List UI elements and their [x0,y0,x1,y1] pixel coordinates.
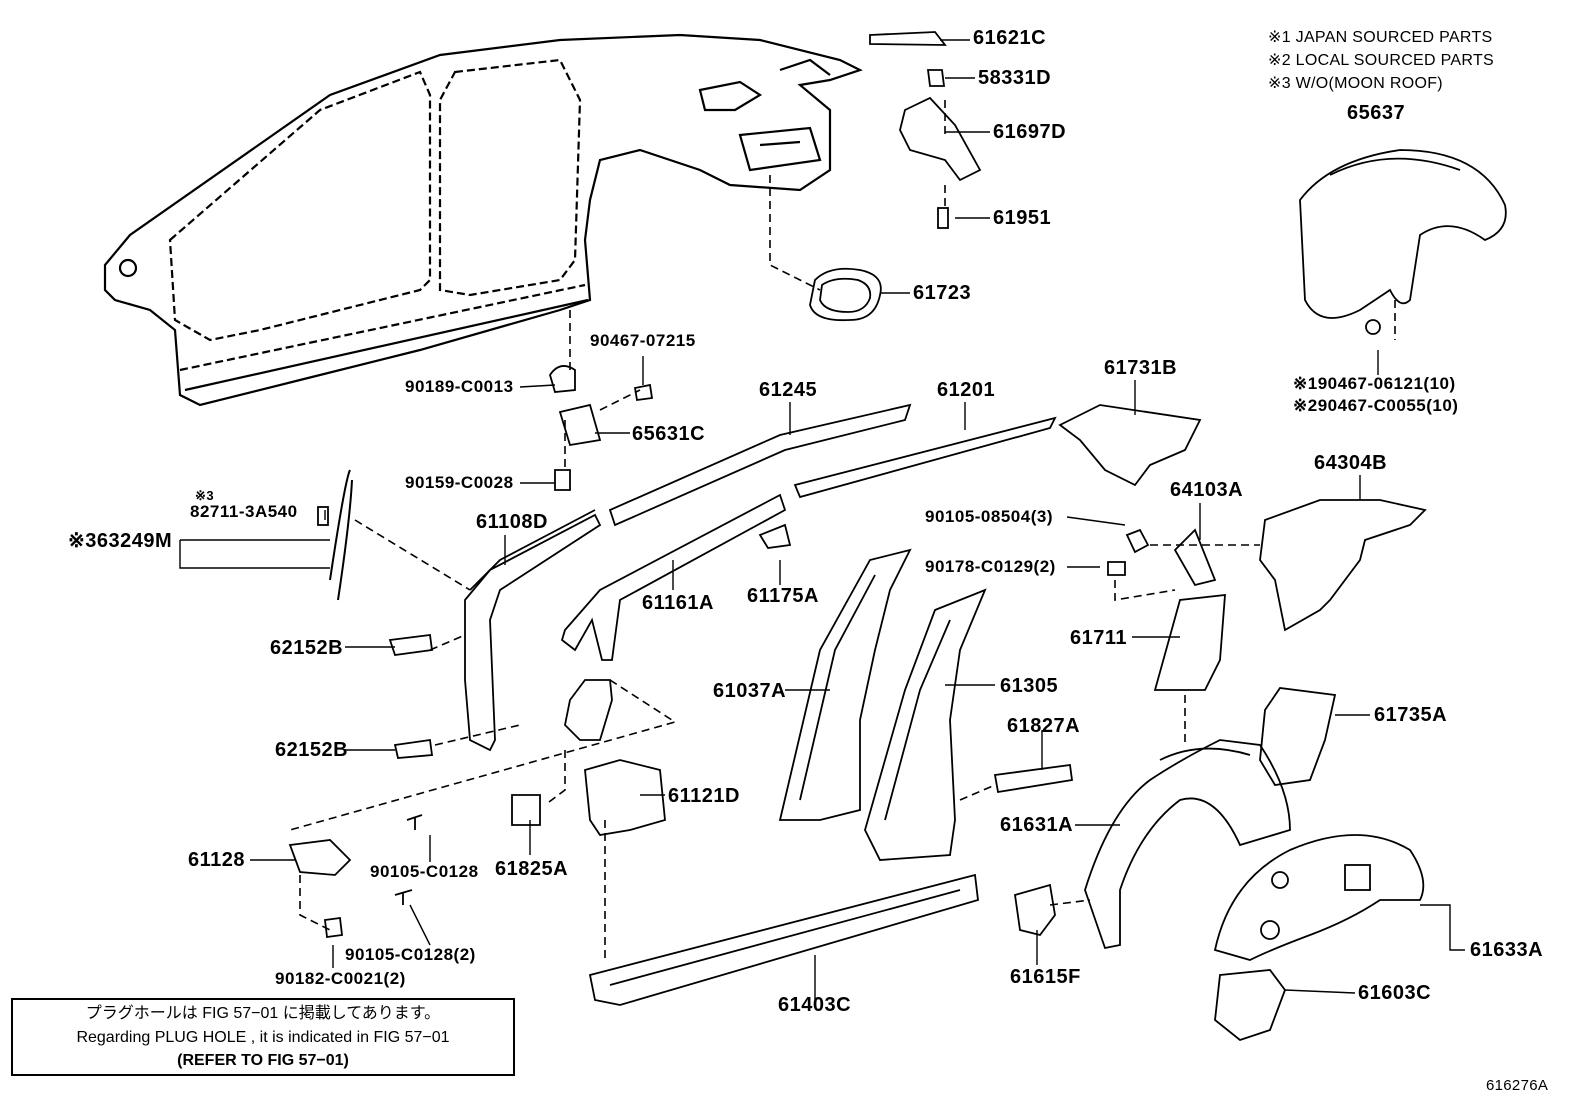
note-line-japanese: プラグホールは FIG 57−01 に掲載してあります。 [85,1005,441,1022]
part-label[interactable]: 65631C [632,423,706,445]
leader-lines [289,100,1396,960]
diagram-id: 616276A [1486,1077,1549,1094]
part-label[interactable]: 61161A [642,592,714,614]
part-label[interactable]: 61633A [1470,939,1544,961]
part-label[interactable]: 61245 [759,379,818,401]
side-body-outer-panel [103,33,863,407]
part-label[interactable]: 90105-08504(3) [925,507,1053,526]
part-label[interactable]: 61631A [1000,814,1074,836]
note-line-english: Regarding PLUG HOLE , it is indicated in… [76,1029,450,1046]
part-label[interactable]: ※290467-C0055(10) [1293,396,1459,415]
part-label[interactable]: 65637 [1347,102,1406,124]
moonroof-mark: ※3 [195,488,215,503]
part-label[interactable]: 90105-C0128 [370,862,479,881]
part-label[interactable]: 58331D [978,67,1052,89]
legend-note-local: ※2 LOCAL SOURCED PARTS [1268,52,1494,69]
legend-note-moonroof: ※3 W/O(MOON ROOF) [1268,75,1443,92]
part-label[interactable]: ※190467-06121(10) [1293,374,1456,393]
part-label[interactable]: 61731B [1104,357,1178,379]
part-label[interactable]: 82711-3A540 [190,502,298,521]
part-label[interactable]: ※363249M [68,530,173,552]
part-label[interactable]: 61723 [913,282,972,304]
part-label[interactable]: 61121D [668,785,740,807]
note-line-refer: (REFER TO FIG 57−01) [177,1052,349,1069]
part-label[interactable]: 61615F [1010,966,1081,988]
part-label[interactable]: 61621C [973,27,1047,49]
part-label[interactable]: 90467-07215 [590,331,696,350]
part-label[interactable]: 61603C [1358,982,1432,1004]
part-label[interactable]: 90182-C0021(2) [275,969,406,988]
part-label[interactable]: 90105-C0128(2) [345,945,476,964]
part-label[interactable]: 61735A [1374,704,1448,726]
part-label[interactable]: 61825A [495,858,569,880]
part-label[interactable]: 90178-C0129(2) [925,557,1056,576]
part-label[interactable]: 61128 [188,849,246,871]
plug-hole-note-box: プラグホールは FIG 57−01 に掲載してあります。 Regarding P… [11,998,515,1076]
part-label[interactable]: 64103A [1170,479,1244,501]
part-label[interactable]: 61201 [937,379,996,401]
label-pointer-lines [179,39,1465,1000]
part-label[interactable]: 90189-C0013 [405,377,514,396]
part-label[interactable]: 61951 [993,207,1052,229]
part-label[interactable]: 61403C [778,994,852,1016]
part-label[interactable]: 61305 [1000,675,1059,697]
part-label[interactable]: 61175A [747,585,819,607]
part-label[interactable]: 61037A [713,680,787,702]
part-label[interactable]: 61108D [476,511,548,533]
part-label[interactable]: 61697D [993,121,1067,143]
legend-note-japan: ※1 JAPAN SOURCED PARTS [1268,29,1493,46]
part-label[interactable]: 62152B [275,739,349,761]
part-label[interactable]: 62152B [270,637,344,659]
part-label[interactable]: 90159-C0028 [405,473,514,492]
part-label[interactable]: 64304B [1314,452,1388,474]
part-label[interactable]: 61827A [1007,715,1081,737]
part-label[interactable]: 61711 [1070,627,1128,649]
part-sketches [288,31,1507,1042]
